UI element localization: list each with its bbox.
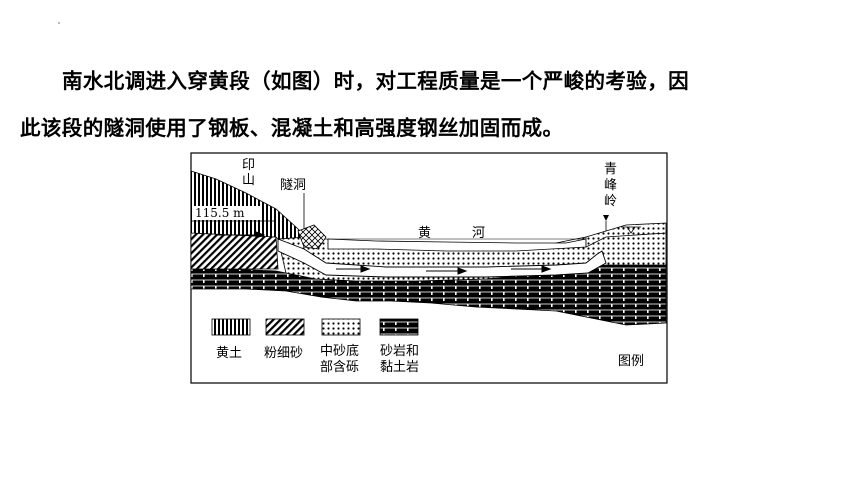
- tunnel-entrance-fill: [297, 224, 327, 250]
- legend: 黄土 粉细砂 中砂底 部含砾 砂岩和 黏土岩 图例: [211, 318, 644, 375]
- label-elevation: 115.5 m: [195, 206, 245, 220]
- legend-swatch-silt-sand: [265, 318, 305, 336]
- stray-dot: [58, 22, 60, 24]
- paragraph-line-2: 此该段的隧洞使用了钢板、混凝土和高强度钢丝加固而成。: [20, 116, 564, 140]
- legend-label-medium-sand-1: 中砂底: [320, 343, 359, 359]
- qingfengling-marker: [603, 215, 609, 221]
- label-yinshan-1-char: 印: [242, 158, 255, 173]
- paragraph-line-1: 南水北调进入穿黄段（如图）时，对工程质量是一个严峻的考验，因: [62, 69, 689, 93]
- label-yinshan-1-char: 山: [242, 173, 255, 188]
- legend-label-loess: 黄土: [216, 346, 242, 361]
- layer-right-bank: [585, 222, 667, 248]
- legend-title: 图例: [618, 354, 644, 369]
- legend-label-silt-sand: 粉细砂: [264, 346, 303, 361]
- cross-section-figure: 印山 隧洞 115.5 m 黄 河 青峰岭 黄土 粉细砂 中砂底 部含砾 砂岩和…: [190, 152, 668, 384]
- label-yinshan-1: 印山: [242, 158, 255, 188]
- river-yellow-river: [327, 238, 587, 252]
- label-qingfengling-char: 峰: [604, 178, 617, 193]
- legend-label-sandstone-1: 砂岩和: [380, 344, 419, 359]
- legend-label-medium-sand-2: 部含砾: [320, 359, 359, 375]
- legend-label-sandstone-2: 黏土岩: [380, 359, 419, 375]
- section-drawing: [190, 170, 667, 326]
- legend-swatch-sandstone: [379, 318, 419, 336]
- legend-swatch-medium-sand: [321, 318, 361, 336]
- label-qingfengling: 青峰岭: [604, 162, 617, 209]
- label-suidong: 隧洞: [280, 177, 306, 193]
- flow-arrows: [216, 231, 552, 275]
- label-huanghe-2: 河: [472, 226, 485, 241]
- label-qingfengling-char: 青: [604, 162, 617, 177]
- label-qingfengling-char: 岭: [604, 194, 617, 209]
- layer-silt-left: [190, 232, 279, 270]
- tunnel: [277, 238, 607, 278]
- legend-swatch-loess: [211, 318, 251, 336]
- label-huanghe-1: 黄: [418, 226, 431, 241]
